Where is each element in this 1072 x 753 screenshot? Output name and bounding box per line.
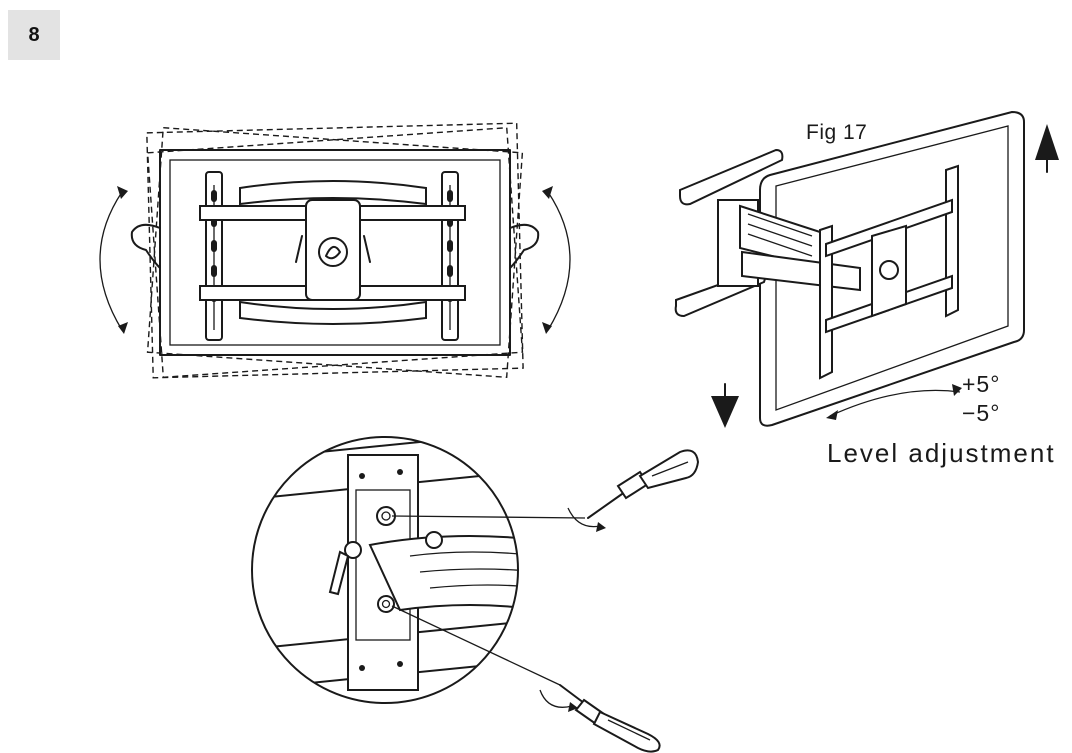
tv-screen-edge: [169, 159, 501, 346]
page-number-badge: 8: [8, 10, 60, 60]
brand-logo-icon: [318, 237, 348, 267]
wall-plate-top: [679, 148, 784, 206]
front-view-rotation-diagram: [99, 122, 571, 379]
right-tilt-handle: [363, 235, 371, 263]
perspective-center-bracket: [871, 224, 907, 318]
perspective-right-rail: [945, 164, 959, 318]
tv-outline-rotated-right: [146, 126, 524, 379]
left-hand-icon: [130, 223, 161, 269]
figure-label: Fig 17: [806, 121, 868, 144]
perspective-brand-logo-icon: [879, 260, 899, 280]
tv-outline: [159, 149, 511, 356]
perspective-view-diagram: [674, 111, 1059, 428]
right-rotation-arrow-icon: [547, 191, 571, 331]
tilt-plus-label: +5°: [962, 371, 1001, 397]
upper-screwdriver-icon: [567, 449, 700, 532]
tv-outline-dashed-outer: [146, 122, 524, 379]
level-adjustment-caption: Level adjustment: [827, 438, 1056, 468]
detail-view-diagram: [251, 436, 700, 753]
center-bracket: [305, 199, 361, 301]
left-rotation-arrow-icon: [99, 191, 123, 331]
tilt-minus-label: −5°: [962, 400, 1001, 426]
detail-magnifier-circle: [251, 436, 519, 704]
right-hand-icon: [509, 223, 540, 269]
tv-outline-rotated-left: [146, 126, 524, 379]
left-tilt-handle: [295, 235, 303, 263]
up-arrow-icon: [1035, 124, 1059, 160]
tv-panel-perspective: [759, 111, 1025, 427]
lower-screwdriver-icon: [539, 684, 661, 753]
page-number: 8: [28, 23, 40, 46]
bottom-arm-plate: [239, 300, 427, 325]
perspective-top-bar: [825, 198, 953, 258]
perspective-left-rail: [819, 224, 833, 380]
down-arrow-icon: [711, 396, 739, 428]
level-adjustment-arrow-icon: [829, 389, 961, 417]
top-arm-plate: [239, 180, 427, 206]
